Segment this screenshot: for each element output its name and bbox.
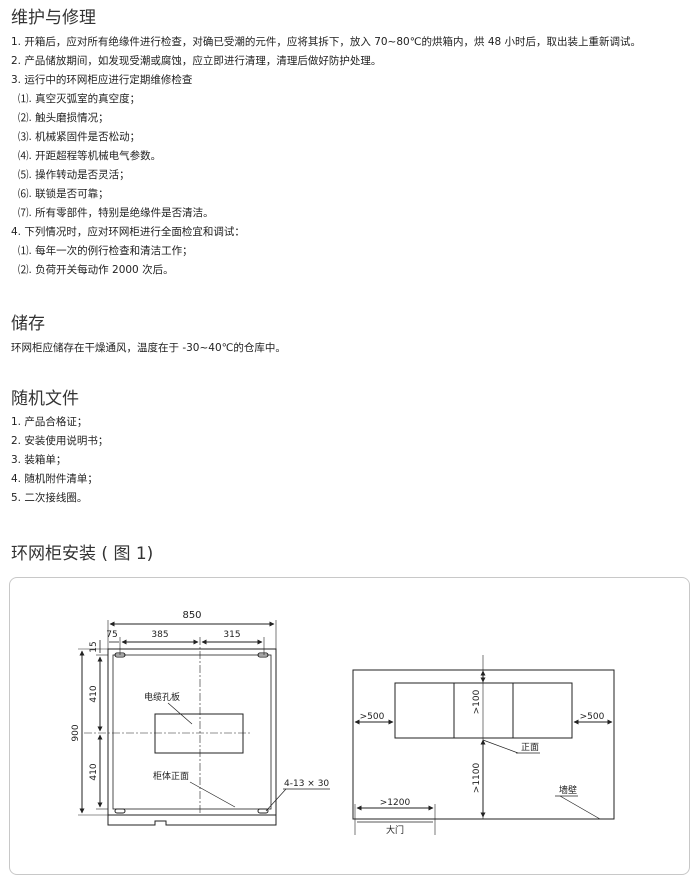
section-title-storage: 储存 [11, 314, 45, 334]
document-item-5: 5. 二次接线圈。 [11, 492, 88, 504]
dim-385-label: 385 [151, 630, 168, 640]
mounting-hole-bottom-left [114, 808, 126, 814]
maintenance-item-4: 4. 下列情况时，应对环网柜进行全面检宜和调试： [11, 226, 245, 238]
room-wall-outline [352, 669, 615, 820]
base-outer-frame [107, 648, 277, 816]
wall-leader [559, 795, 601, 820]
section-title-installation: 环网柜安装 ( 图 1) [11, 544, 154, 564]
front-leader [482, 739, 519, 754]
maintenance-item-3: 3. 运行中的环网柜应进行定期维修检查 [11, 74, 193, 86]
maintenance-subitem-6: ⑹. 联锁是否可靠； [18, 188, 109, 200]
document-item-1: 1. 产品合格证； [11, 416, 88, 428]
hole-spec-label: 4-13 × 30 [284, 779, 329, 789]
maintenance-subitem-3: ⑶. 机械紧固件是否松动； [18, 131, 141, 143]
base-plan-drawing [78, 620, 330, 826]
maintenance-subitem-7: ⑺. 所有零部件，特别是绝缘件是否清洁。 [18, 207, 214, 219]
section-title-documents: 随机文件 [11, 389, 79, 409]
dim-410-top-label: 410 [89, 685, 99, 702]
document-item-3: 3. 装箱单； [11, 454, 67, 466]
dim-75-label: 75 [106, 630, 117, 640]
cabinet-row [394, 682, 573, 739]
gap-500-left-label: >500 [360, 712, 385, 722]
base-inner-frame [112, 654, 272, 810]
dim-410-bottom-label: 410 [89, 763, 99, 780]
section-title-maintenance: 维护与修理 [11, 8, 96, 28]
hole-spec-leader [265, 788, 287, 812]
maintenance-subitem-9: ⑵. 负荷开关每动作 2000 次后。 [18, 264, 174, 276]
dim-900-label: 900 [71, 724, 81, 741]
gap-1200-label: >1200 [380, 798, 411, 808]
wall-label: 墙壁 [559, 784, 577, 796]
cabinet-front-leader [189, 781, 236, 808]
storage-text: 环网柜应储存在干燥通风，温度在于 -30~40℃的仓库中。 [11, 342, 286, 354]
maintenance-subitem-4: ⑷. 开距超程等机械电气参数。 [18, 150, 162, 162]
gap-1100-label: >1100 [472, 763, 482, 794]
front-label: 正面 [521, 742, 539, 753]
dim-15-label: 15 [89, 641, 99, 652]
maintenance-subitem-5: ⑸. 操作转动是否灵活； [18, 169, 130, 181]
mounting-hole-top-right [257, 652, 269, 658]
door-label: 大门 [386, 824, 404, 836]
maintenance-subitem-1: ⑴. 真空灭弧室的真空度； [18, 93, 141, 105]
room-layout-drawing [352, 655, 615, 835]
document-item-4: 4. 随机附件清单； [11, 473, 98, 485]
maintenance-item-1: 1. 开箱后，应对所有绝缘件进行检查，对确已受潮的元件，应将其拆下，放入 70~… [11, 36, 642, 48]
dim-850-label: 850 [182, 610, 201, 621]
document-item-2: 2. 安装使用说明书； [11, 435, 109, 447]
installation-diagram-frame [9, 577, 690, 875]
cable-hole-plate [154, 713, 244, 754]
maintenance-subitem-8: ⑴. 每年一次的例行检查和清洁工作； [18, 245, 193, 257]
maintenance-subitem-2: ⑵. 触头磨损情况； [18, 112, 109, 124]
cable-hole-plate-label: 电缆孔板 [144, 691, 180, 703]
gap-100-label: >100 [472, 689, 482, 714]
gap-500-right-label: >500 [580, 712, 605, 722]
cabinet-front-label: 柜体正面 [153, 770, 189, 782]
mounting-hole-bottom-right [257, 808, 269, 814]
cable-hole-leader [167, 702, 193, 725]
dim-315-label: 315 [223, 630, 240, 640]
maintenance-item-2: 2. 产品储放期间，如发现受潮或腐蚀，应立即进行清理，清理后做好防护处理。 [11, 55, 382, 67]
base-bottom-lip [107, 815, 277, 826]
